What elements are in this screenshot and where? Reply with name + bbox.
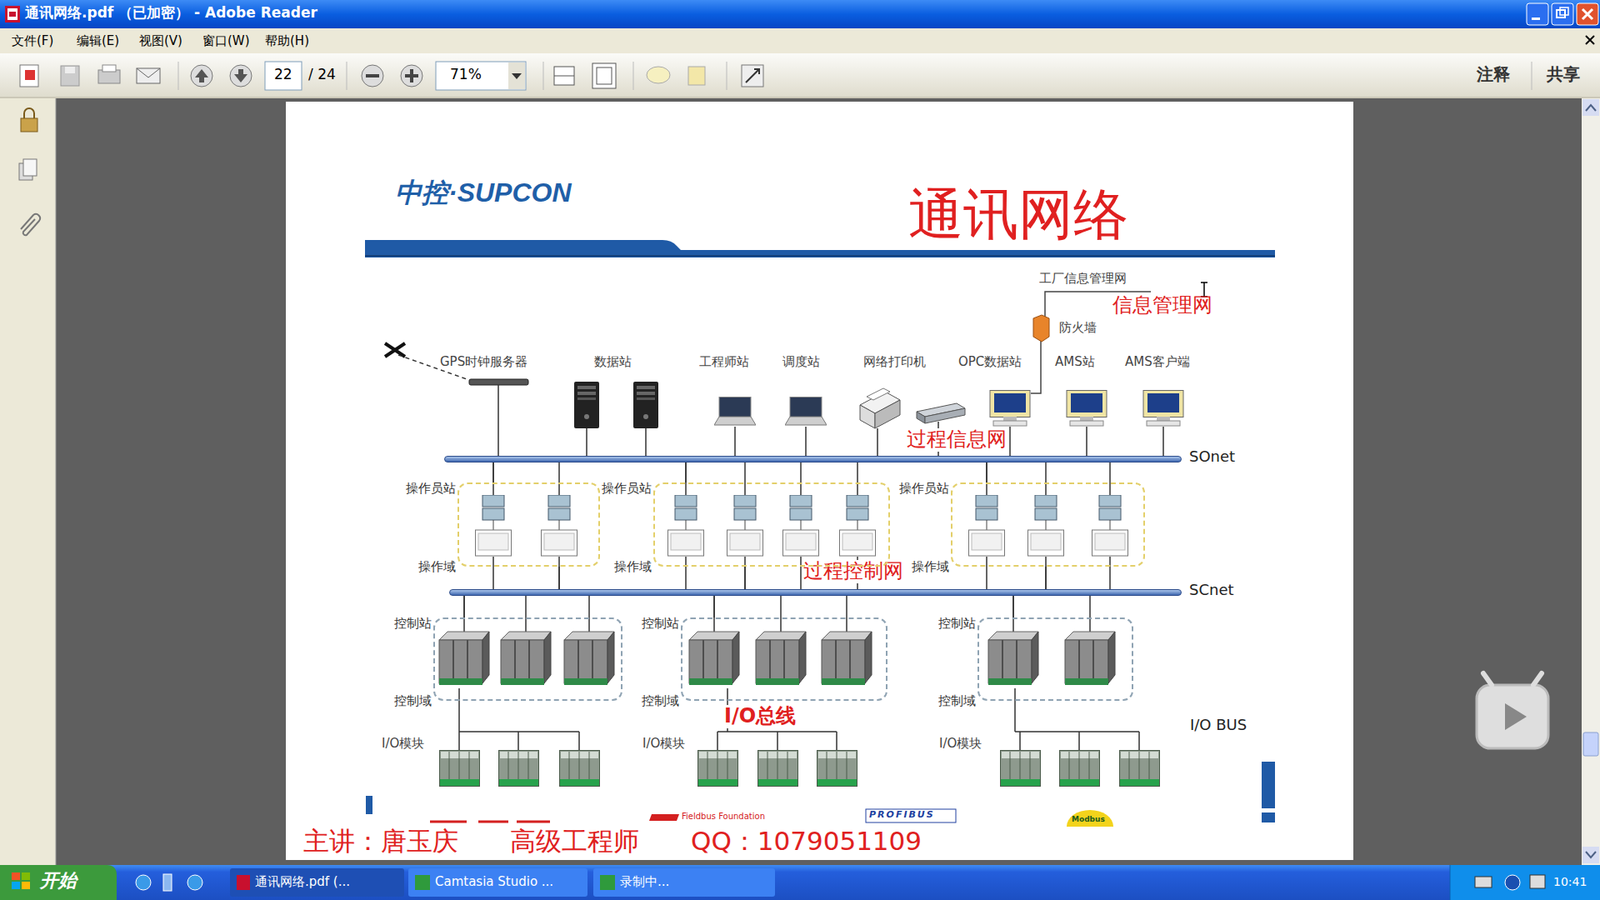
network-link: [1045, 566, 1047, 590]
task-button: 录制中...: [620, 875, 670, 890]
network-bus: SOnet: [444, 455, 1182, 463]
network-link: [463, 595, 465, 618]
network-link: [558, 566, 560, 590]
device-label: AMS站: [1055, 355, 1095, 370]
device-label: 工程师站: [699, 355, 750, 370]
group-heading: 操作员站: [899, 480, 950, 496]
menu-item: 视图(V): [139, 34, 183, 49]
domain-label: 控制域: [394, 693, 432, 709]
network-name: I/O总线: [722, 705, 798, 729]
zoom-level: 71%: [450, 66, 482, 84]
domain-label: 操作域: [911, 559, 950, 575]
menu-item: 文件(F): [11, 34, 54, 49]
window-buttons: [1526, 3, 1599, 25]
device-label: OPC数据站: [958, 355, 1022, 370]
slide-title: 通讯网络: [908, 183, 1129, 247]
group-heading: 操作员站: [601, 480, 652, 496]
menu-item: 帮助(H): [265, 34, 310, 49]
group-heading: 控制站: [641, 615, 680, 631]
logo-text: Modbus: [1071, 815, 1105, 824]
domain-label: 操作域: [418, 559, 456, 575]
taskbar: [0, 865, 1600, 900]
network-name: 信息管理网: [1112, 294, 1213, 318]
domain-label: 控制域: [641, 693, 680, 709]
control-domain: 控制站控制域: [977, 617, 1134, 701]
network-bus: SCnet: [449, 589, 1182, 596]
group-heading: 控制站: [938, 615, 976, 631]
device-label: 调度站: [782, 355, 820, 370]
diagram-illustration: [365, 240, 1549, 827]
bus-label: I/O BUS: [1190, 716, 1247, 735]
page-number: 22: [274, 66, 293, 84]
bus-label: SOnet: [1189, 447, 1235, 466]
logo-text: 中控·SUPCON: [395, 177, 572, 209]
task-button: Camtasia Studio ...: [435, 875, 554, 890]
lecturer-footer: 主讲：唐玉庆 高级工程师 QQ：1079051109: [303, 826, 922, 857]
device-label: 数据站: [594, 355, 632, 370]
page-count: / 24: [308, 66, 336, 84]
menu-item: 窗口(W): [202, 34, 250, 49]
operator-domain: 操作员站操作域: [950, 482, 1145, 567]
logo-text: PROFIBUS: [869, 810, 935, 821]
device-label: AMS客户端: [1125, 355, 1190, 370]
toolbar-icons: [20, 61, 1532, 90]
group-heading: 控制站: [394, 615, 432, 631]
network-link: [985, 462, 988, 483]
group-heading: 操作员站: [405, 480, 456, 496]
toolbar-button: 注释: [1476, 65, 1510, 85]
network-name: 过程信息网: [905, 428, 1009, 452]
domain-label: 控制域: [938, 693, 976, 709]
operator-domain: 操作员站操作域: [457, 482, 600, 567]
device-label: GPS时钟服务器: [440, 355, 528, 370]
toolbar-button: 共享: [1546, 65, 1580, 85]
operator-domain: 操作员站操作域: [653, 482, 890, 567]
control-domain: 控制站控制域: [433, 617, 623, 701]
device-label: 网络打印机: [863, 355, 926, 370]
logo-text: Fieldbus Foundation: [681, 811, 765, 822]
module-label: I/O模块: [381, 736, 425, 751]
device-label: 防火墙: [1059, 320, 1097, 335]
start-button: 开始: [40, 870, 77, 891]
domain-label: 操作域: [614, 559, 652, 575]
control-domain: 控制站控制域: [680, 617, 888, 701]
bus-label: SCnet: [1189, 580, 1235, 600]
network-link: [744, 566, 746, 590]
window-title: 通讯网络.pdf （已加密） - Adobe Reader: [25, 5, 318, 22]
network-link: [492, 462, 495, 483]
module-label: I/O模块: [939, 736, 982, 751]
network-label: 工厂信息管理网: [1039, 271, 1127, 286]
menu-item: 编辑(E): [76, 34, 120, 49]
network-name: 过程控制网: [801, 560, 905, 584]
network-link: [685, 462, 687, 483]
network-link: [1012, 595, 1015, 618]
task-button: 通讯网络.pdf (...: [255, 875, 350, 890]
clock: 10:41: [1553, 875, 1587, 889]
network-link: [713, 595, 715, 618]
module-label: I/O模块: [642, 736, 685, 751]
